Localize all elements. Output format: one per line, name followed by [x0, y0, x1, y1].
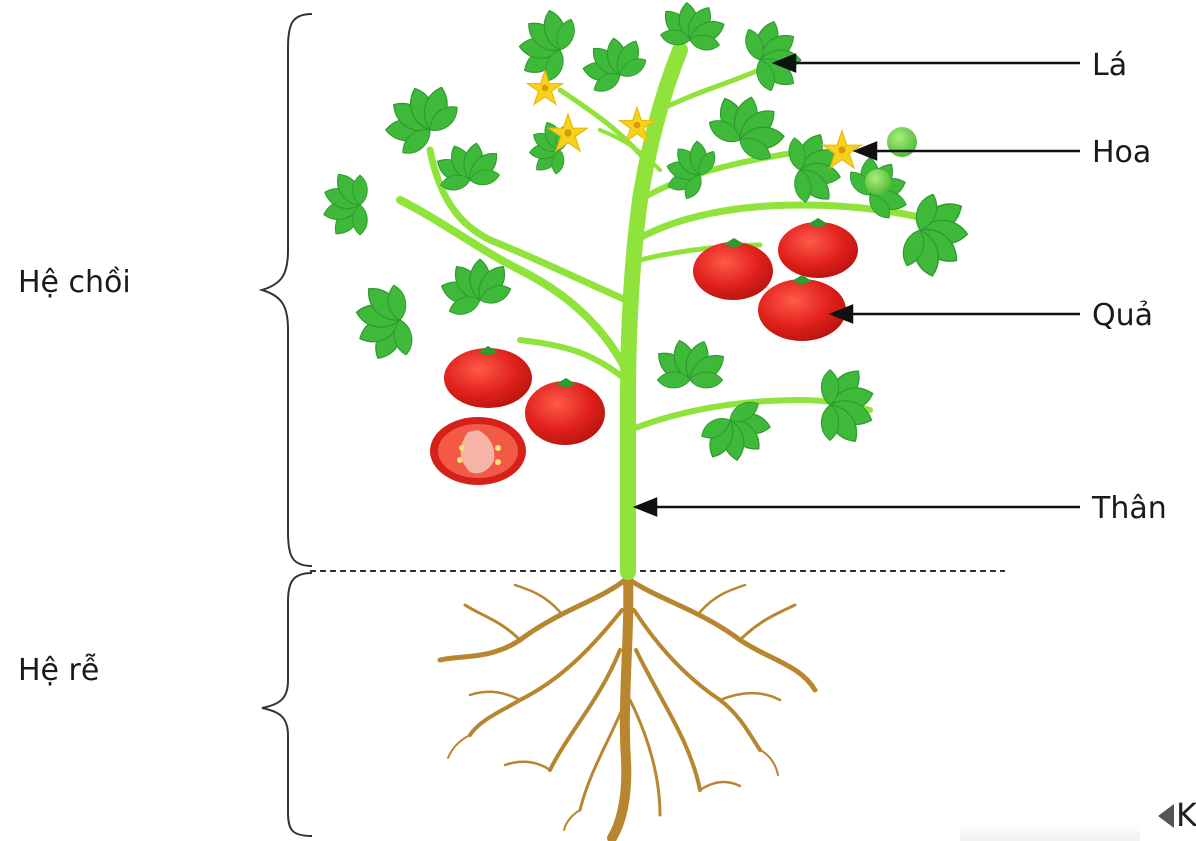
leaves	[322, 0, 982, 476]
tomato-icon	[758, 279, 846, 341]
tomato-icon	[778, 222, 858, 278]
arrow-icon	[636, 499, 656, 515]
label-hoa: Hoa	[1092, 135, 1151, 170]
green-fruit-icon	[865, 169, 891, 195]
green-fruit-icon	[887, 127, 917, 157]
roots	[440, 572, 815, 838]
label-than: Thân	[1091, 491, 1167, 526]
label-he-choi: Hệ chồi	[18, 265, 131, 300]
shoot-brace-icon	[262, 14, 312, 566]
triangle-left-icon	[1158, 804, 1174, 828]
tomato-icon	[525, 381, 605, 445]
bottom-fade	[960, 822, 1140, 841]
root-brace-icon	[262, 573, 312, 836]
previous-nav-button[interactable]: K	[1156, 790, 1196, 841]
label-qua: Quả	[1092, 298, 1153, 333]
tomato-icon	[693, 242, 773, 300]
label-he-re: Hệ rễ	[18, 653, 99, 688]
tomato-icon	[444, 348, 532, 408]
nav-partial-label: K	[1176, 796, 1196, 834]
stem	[400, 50, 950, 572]
label-la: Lá	[1092, 48, 1127, 83]
